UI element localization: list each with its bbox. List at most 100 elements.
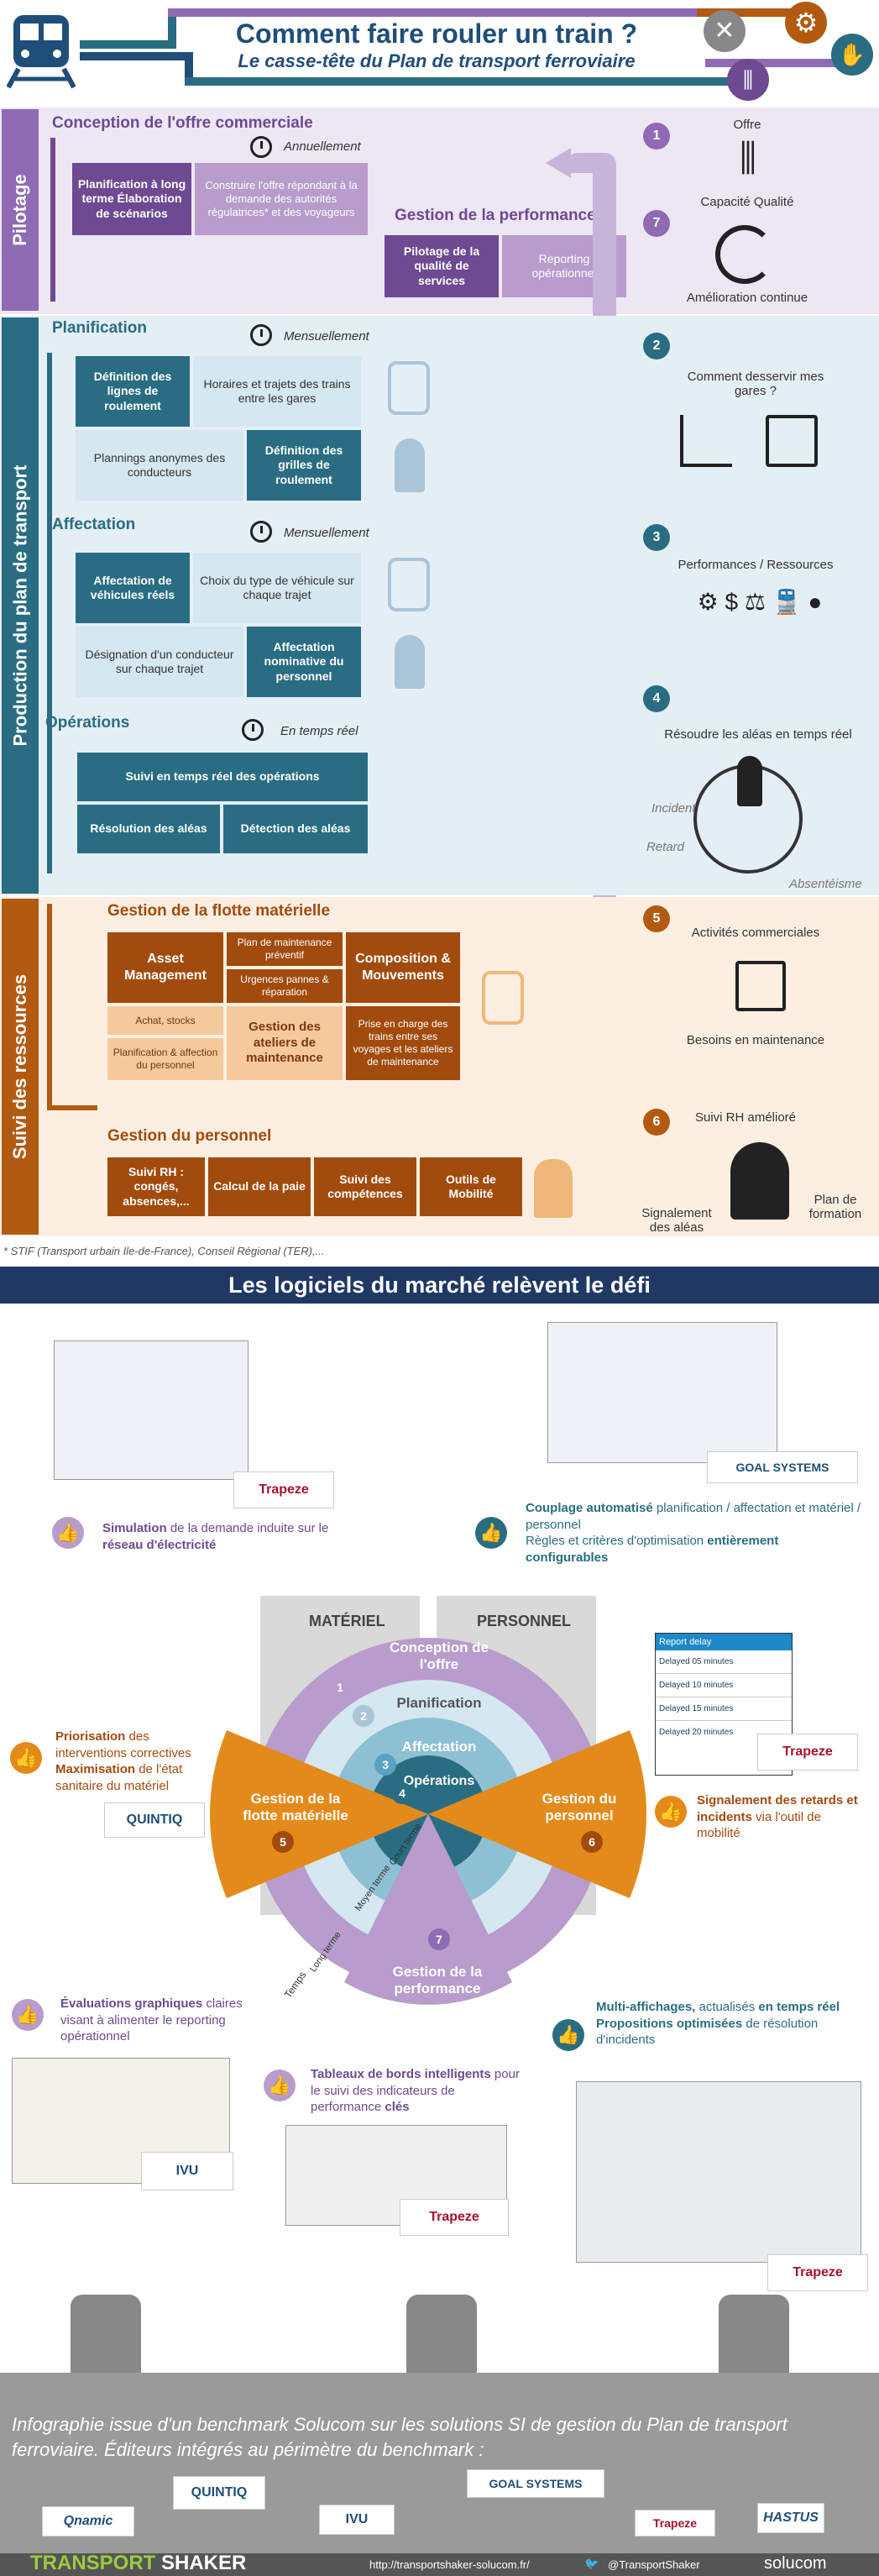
planification-title: Planification [52,319,147,337]
chart-icon [680,415,732,467]
twitter-link[interactable]: @TransportShaker [608,2558,700,2571]
wheel-flotte: Gestion de la flotte matérielle [243,1791,348,1823]
step-1: 1 [643,123,670,150]
hastus-logo: HASTUS [757,2503,824,2533]
site-link[interactable]: http://transportshaker-solucom.fr/ [369,2558,530,2571]
skills-box: Suivi des compétences [314,1157,416,1216]
wheel-personnel: PERSONNEL [477,1613,572,1629]
long-term-planning-box: Planification à long terme Élaboration d… [72,163,191,235]
payroll-box: Calcul de la paie [208,1157,311,1216]
wheel-planif: Planification [396,1695,482,1711]
improvement-icon [715,225,774,284]
process-wheel [210,1596,646,2005]
section-banner: Les logiciels du marché relèvent le défi [0,1267,879,1304]
real-vehicles-box: Affectation de véhicules réels [76,553,190,623]
production-label: Production du plan de transport [2,317,39,894]
nominative-staff-box: Affectation nominative du personnel [247,627,361,697]
planif-frequency: Mensuellement [284,329,369,344]
trapeze-logo: Trapeze [233,1472,334,1508]
build-offer-box: Construire l'offre répondant à la demand… [195,163,368,235]
driver-icon [395,438,425,492]
brand: TRANSPORT SHAKER [30,2552,247,2574]
loop-arrow-head [546,148,571,178]
multi-screenshot [576,2081,861,2263]
affect-frequency: Mensuellement [284,526,369,540]
twitter-icon: 🐦 [584,2557,599,2570]
ops-frequency: En temps réel [280,724,358,738]
sliders-icon: ⫼ [739,138,757,179]
pilotage-arrow [50,138,55,302]
wheel-step-2: 2 [353,1705,374,1727]
report-incidents: Signalement des aléas [641,1206,712,1235]
note-multi: Multi-affichages, actualisés en temps ré… [596,2000,840,2047]
offer-frequency: Annuellement [284,139,361,154]
timetable-box: Horaires et trajets des trains entre les… [193,356,361,427]
wheel-step-5: 5 [272,1831,294,1853]
phone-row[interactable]: Delayed 20 minutes [659,1728,734,1737]
offer-title: Conception de l'offre commerciale [52,114,313,132]
page-subtitle: Le casse-tête du Plan de transport ferro… [238,50,636,71]
trapeze-screenshot [54,1340,249,1480]
maintenance-needs: Besoins en maintenance [686,1033,825,1047]
train-small-icon [388,361,430,415]
wheel-step-3: 3 [374,1754,396,1776]
ressources-arrow [47,904,52,1105]
trapeze-logo: Trapeze [767,2254,868,2291]
mobility-box: Outils de Mobilité [420,1157,522,1216]
phone-row[interactable]: Delayed 10 minutes [656,1674,792,1697]
affectation-title: Affectation [52,516,136,533]
purchase-stock-box: Achat, stocks [107,1006,223,1035]
header: Comment faire rouler un train ? Le casse… [0,0,879,101]
thumbs-up-icon: 👍 [655,1796,687,1828]
maintenance-plan-box: Plan de maintenance préventif [227,932,343,966]
resolve-incidents: Résoudre les aléas en temps réel [664,727,852,742]
quality-pilot-box: Pilotage de la qualité de services [385,235,499,297]
loop-arrow-top [568,153,615,173]
commercial-activities: Activités commerciales [691,926,820,940]
ressources-label: Suivi des ressources [2,899,39,1235]
thumbs-up-icon: 👍 [264,2070,296,2101]
trapeze-logo: Trapeze [400,2199,509,2236]
performance-title: Gestion de la performance [395,207,596,224]
detection-box: Détection des aléas [223,805,368,853]
workshops-box: Gestion des ateliers de maintenance [227,1006,343,1080]
personnel-title: Gestion du personnel [107,1127,272,1145]
wheel-conception: Conception de l'offre [389,1640,489,1672]
mobile-worker-icon [534,1159,573,1218]
asset-management-box: Asset Management [107,932,223,1003]
hr-improved: Suivi RH amélioré [694,1110,797,1125]
phone-row[interactable]: Delayed 15 minutes [656,1697,792,1721]
wheel-ops: Opérations [403,1774,475,1788]
page-title: Comment faire rouler un train ? [235,18,638,49]
driver-icon [395,635,425,689]
quintiq-logo: QUINTIQ [173,2476,265,2510]
solucom-logo: solucom [764,2554,827,2573]
performance-resources: Performances / Ressources [678,558,834,572]
production-arrow [47,353,52,874]
footer-text: Infographie issue d'un benchmark Solucom… [12,2414,787,2460]
capacity-quality-label: Capacité Qualité [700,195,794,209]
staff-planning-box: Planification & affection du personnel [107,1038,223,1080]
wheel-step-1: 1 [329,1676,351,1698]
wheel-perso: Gestion du personnel [542,1791,617,1823]
ressources-arrow-h [47,1105,97,1110]
clock-icon [250,136,272,158]
resolution-box: Résolution des aléas [77,805,220,853]
bottom-bar: TRANSPORT SHAKER http://transportshaker-… [0,2552,879,2576]
phone-row[interactable]: Delayed 05 minutes [656,1650,792,1674]
gear-icon: ⚙ [785,2,827,44]
train-grey-icon [71,2295,141,2375]
phone-header: Report delay [656,1634,792,1650]
train-grey-icon [719,2295,789,2375]
pilotage-label: Pilotage [2,109,39,311]
sliders-icon: ⫼ [727,59,769,101]
driver-designation-box: Désignation d'un conducteur sur chaque t… [76,627,243,697]
thumbs-up-icon: 👍 [52,1517,84,1549]
footnote: * STIF (Transport urbain Ile-de-France),… [3,1245,325,1257]
train-grey-icon [406,2295,477,2375]
absenteeism-label: Absentéisme [789,877,862,891]
footer-panel [0,2373,879,2553]
note-coupling: Couplage automatisé planification / affe… [526,1501,861,1565]
trapeze-logo: Trapeze [635,2510,715,2537]
step-5: 5 [643,905,670,932]
